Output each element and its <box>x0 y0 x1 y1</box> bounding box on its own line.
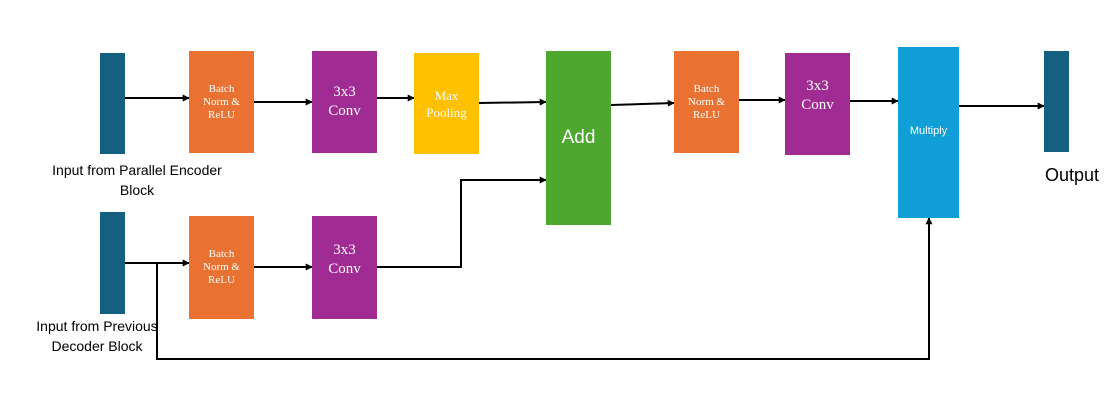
input-decoder-caption: Input from Previous Decoder Block <box>36 318 158 354</box>
batch-norm-relu-block-bottom: Batch Norm & ReLU <box>189 216 254 319</box>
max-pooling-block: Max Pooling <box>414 53 479 154</box>
output-bar <box>1044 51 1069 152</box>
multiply-label: Multiply <box>909 125 948 137</box>
conv-label-after-add: 3x3 Conv <box>801 78 834 113</box>
conv-label-bottom: 3x3 Conv <box>328 242 361 277</box>
arrow-maxpool-to-add <box>478 98 547 106</box>
batch-norm-relu-label-bottom: Batch Norm & ReLU <box>203 248 240 286</box>
arrow-conv-bottom-to-add <box>377 176 547 268</box>
arrow-decoder-skip-to-multiply <box>156 217 933 360</box>
arrow-add-to-bn-after-add <box>610 99 675 107</box>
input-decoder-bar <box>100 212 125 314</box>
output-caption: Output <box>1044 165 1100 185</box>
batch-norm-relu-label-after-add: Batch Norm & ReLU <box>688 82 725 121</box>
conv-block-after-add: 3x3 Conv <box>785 53 850 155</box>
batch-norm-relu-label-top: Batch Norm & ReLU <box>203 82 240 121</box>
batch-norm-relu-block-top: Batch Norm & ReLU <box>189 51 254 153</box>
conv-label-top: 3x3 Conv <box>328 84 361 119</box>
input-encoder-caption: Input from Parallel Encoder Block <box>52 162 222 198</box>
max-pooling-label: Max Pooling <box>426 87 467 120</box>
input-encoder-bar <box>100 53 125 154</box>
add-block: Add <box>546 51 611 225</box>
batch-norm-relu-block-after-add: Batch Norm & ReLU <box>674 51 739 153</box>
conv-block-top: 3x3 Conv <box>312 51 377 153</box>
conv-block-bottom: 3x3 Conv <box>312 216 377 319</box>
multiply-block: Multiply <box>898 47 959 218</box>
add-label: Add <box>561 127 596 148</box>
